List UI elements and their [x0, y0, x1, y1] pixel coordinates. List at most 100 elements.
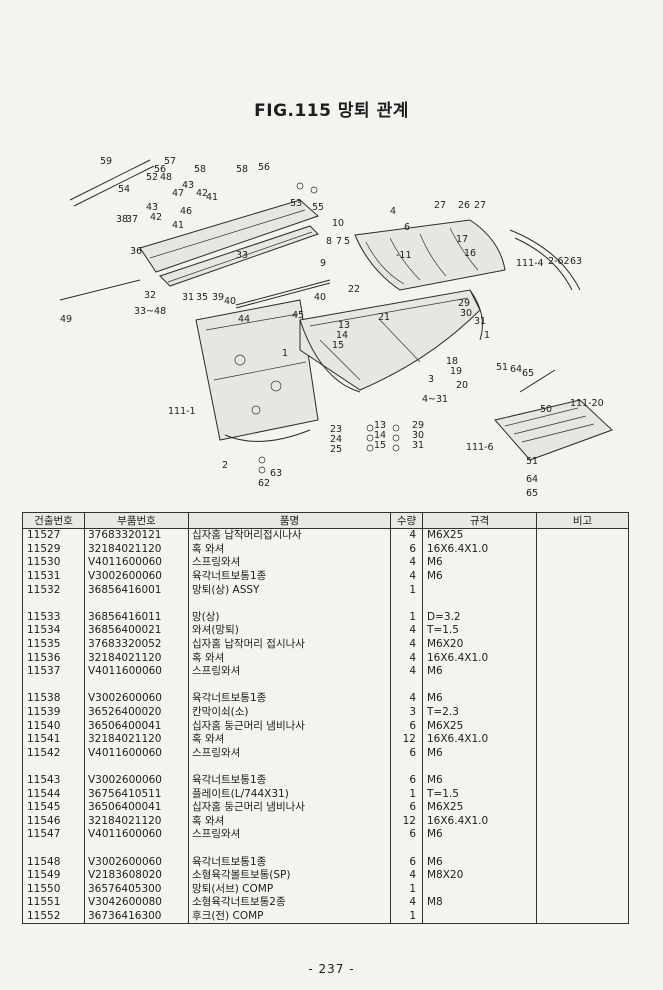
- row-quantity: 4: [390, 569, 423, 584]
- header-ref-no: 건출번호: [22, 512, 85, 529]
- callout-label: 2-62: [548, 256, 570, 267]
- row-spec: M6: [422, 746, 537, 761]
- callout-label: 41: [172, 220, 184, 231]
- row-note: [536, 692, 629, 706]
- callout-label: 56: [154, 164, 166, 175]
- callout-label: 30: [412, 430, 424, 441]
- callout-label: 6: [404, 222, 410, 233]
- parts-table-header: 건출번호 부품번호 품명 수량 규격 비고: [22, 512, 629, 529]
- callout-label: 31: [412, 440, 424, 451]
- callout-label: 19: [450, 366, 462, 377]
- row-part-name: 육각너트보통1종: [188, 569, 391, 584]
- callout-label: 59: [100, 156, 112, 167]
- row-spec: M8: [422, 896, 537, 910]
- row-part-name: [188, 760, 391, 774]
- row-note: [536, 678, 629, 693]
- row-quantity: 6: [390, 828, 423, 842]
- callout-label: 32: [144, 290, 156, 301]
- callout-label: 64: [526, 474, 538, 485]
- callout-label: 111-1: [168, 406, 196, 417]
- row-spec: [422, 909, 537, 925]
- row-part-no: 36736416300: [84, 909, 189, 925]
- callout-label: 1: [282, 348, 288, 359]
- callout-label: 29: [412, 420, 424, 431]
- callout-label: 5: [344, 236, 350, 247]
- header-quantity: 수량: [390, 512, 423, 529]
- callout-label: 30: [460, 308, 472, 319]
- row-ref-no: 11538: [22, 692, 85, 706]
- callout-label: 35: [196, 292, 208, 303]
- row-note: [536, 896, 629, 910]
- callout-label: -11: [396, 250, 412, 261]
- callout-label: 39: [212, 292, 224, 303]
- row-quantity: 6: [390, 773, 423, 788]
- callout-label: 51: [496, 362, 508, 373]
- row-quantity: [390, 678, 423, 693]
- row-part-no: [84, 841, 189, 856]
- row-quantity: 6: [390, 800, 423, 815]
- callout-label: 63: [570, 256, 582, 267]
- callout-label: 56: [258, 162, 270, 173]
- row-part-no: 37683320121: [84, 528, 189, 543]
- callout-label: 15: [374, 440, 386, 451]
- row-part-name: 혹 와셔: [188, 651, 391, 665]
- row-part-no: 32184021120: [84, 651, 189, 665]
- callout-label: 46: [180, 206, 192, 217]
- callout-label: 63: [270, 468, 282, 479]
- row-ref-no: 11539: [22, 705, 85, 720]
- row-note: [536, 569, 629, 584]
- callout-label: 111-4: [516, 258, 544, 269]
- row-spec: M6: [422, 692, 537, 706]
- table-row-spacer: [22, 760, 629, 774]
- row-part-name: 십자홈 납작머리접시나사: [188, 528, 391, 543]
- callout-label: 4: [390, 206, 396, 217]
- row-ref-no: 11541: [22, 732, 85, 747]
- row-part-name: 플레이트(L/744X31): [188, 787, 391, 801]
- row-note: [536, 542, 629, 557]
- row-part-no: V4011600060: [84, 664, 189, 679]
- row-note: [536, 583, 629, 597]
- callout-label: 36: [130, 246, 142, 257]
- row-ref-no: 11544: [22, 787, 85, 801]
- row-part-no: V3002600060: [84, 855, 189, 869]
- callout-label: 13: [338, 320, 350, 331]
- row-ref-no: 11552: [22, 909, 85, 925]
- page-number: - 237 -: [308, 962, 355, 976]
- callout-label: 14: [374, 430, 386, 441]
- callout-label: 40: [314, 292, 326, 303]
- upper-cover-assembly: [59, 159, 331, 309]
- callout-label: 4~31: [422, 394, 448, 405]
- row-note: [536, 556, 629, 570]
- row-part-no: 36506400041: [84, 800, 189, 815]
- header-part-name: 품명: [188, 512, 391, 529]
- table-row-spacer: [22, 678, 629, 693]
- callout-label: 31: [474, 316, 486, 327]
- row-part-no: 37683320052: [84, 637, 189, 652]
- header-part-no: 부품번호: [84, 512, 189, 529]
- row-note: [536, 705, 629, 720]
- row-note: [536, 814, 629, 829]
- row-part-no: V2183608020: [84, 868, 189, 883]
- row-note: [536, 882, 629, 897]
- callout-label: 17: [456, 234, 468, 245]
- row-part-name: 와셔(망퇴): [188, 624, 391, 638]
- row-ref-no: [22, 841, 85, 856]
- left-side-frame: [195, 299, 319, 442]
- callout-label: 49: [60, 314, 72, 325]
- callout-label: 42: [150, 212, 162, 223]
- row-part-name: 십자홈 납작머리 접시나사: [188, 637, 391, 652]
- row-part-name: 후크(전) COMP: [188, 909, 391, 925]
- row-part-no: 32184021120: [84, 814, 189, 829]
- callout-label: 41: [206, 192, 218, 203]
- callout-label: 18: [446, 356, 458, 367]
- row-spec: [422, 583, 537, 597]
- row-part-name: 망퇴(서브) COMP: [188, 882, 391, 897]
